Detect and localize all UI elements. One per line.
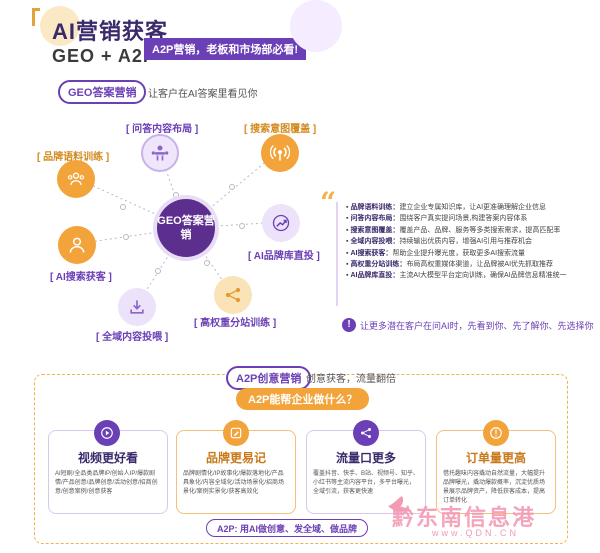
group-icon: [67, 172, 85, 185]
card-brand-icon: [223, 420, 249, 446]
node-ai-search: [58, 226, 96, 264]
meeting-icon: [151, 145, 169, 161]
node-label-high-weight-site: [ 高权重分站训练 ]: [194, 318, 277, 329]
geo-section-pill: GEO答案营销: [58, 80, 147, 104]
card-title: 视频更好看: [77, 451, 138, 465]
watermark-bird-icon: [388, 496, 412, 512]
connector-line: [75, 227, 187, 245]
node-qa-layout: [141, 134, 179, 172]
play-icon: [101, 427, 113, 439]
node-ai-brand-library: [262, 204, 300, 242]
card-desc: 品牌剧情化/IP故事化/爆款落地化/产品具象化/内容全域化/活动场景化/招商场景…: [183, 471, 285, 495]
feature-list: ▪ 品牌语料训练：建立企业专属知识库，让AI更准确理解企业信息 ▪ 问答内容布局…: [336, 202, 570, 306]
geo-hub: GEO答案营销: [157, 199, 215, 257]
user-icon: [69, 237, 85, 253]
watermark-text: 黔东南信息港: [392, 505, 537, 530]
connector-dot: [173, 192, 179, 198]
geo-section-desc: 让客户在AI答案里看见你: [148, 89, 258, 100]
header-tag: A2P营销，老板和市场部必看!: [144, 38, 307, 60]
list-item: ▪ 搜索意图覆盖：覆盖产品、品牌、服务等多类搜索需求，提高匹配率: [346, 226, 561, 234]
list-item: ▪ AI品牌库直投：主流AI大模型平台定向训练，确保AI品牌信息精准统一: [346, 272, 567, 280]
node-label-qa-layout: [ 问答内容布局 ]: [126, 124, 199, 135]
card-title: 流量口更多: [335, 451, 396, 465]
growth-chart-icon: [272, 214, 290, 232]
share-icon: [361, 428, 371, 438]
a2p-footer: A2P: 用AI做创意、发全域、做品牌: [206, 519, 368, 537]
header-deco-circle: [290, 0, 342, 52]
title-bracket-decoration: [32, 8, 40, 26]
node-label-ai-brand-library: [ AI品牌库直投 ]: [248, 251, 320, 262]
watermark-url: www.QDN.CN: [432, 528, 520, 538]
node-search-intent: [261, 134, 299, 172]
connector-dot: [120, 204, 126, 210]
page-subtitle: GEO + A2P: [52, 46, 156, 66]
a2p-section-desc: 创意获客，流量翻倍: [306, 374, 396, 385]
connector-dot: [229, 184, 235, 190]
exclamation-icon: !: [342, 318, 356, 332]
card-desc: AI短剧/全品类品牌IP/创始人IP/爆款剧情/产品创意/品牌创意/活动创意/招…: [55, 471, 158, 495]
node-label-ai-search: [ AI搜索获客 ]: [50, 272, 112, 283]
broadcast-icon: [270, 145, 290, 161]
list-item: ▪ 品牌语料训练：建立企业专属知识库，让AI更准确理解企业信息: [346, 204, 547, 211]
exclamation-icon: [490, 427, 502, 439]
node-omni-content: [118, 288, 156, 326]
node-label-search-intent: [ 搜索意图覆盖 ]: [244, 124, 317, 135]
header-decoration: [40, 6, 80, 46]
node-label-omni-content: [ 全域内容投喂 ]: [96, 332, 169, 343]
node-brand-corpus: [57, 160, 95, 198]
edit-icon: [230, 427, 242, 439]
card-title: 订单量更高: [465, 451, 526, 465]
download-icon: [130, 300, 144, 314]
quote-mark-icon: “: [320, 186, 337, 219]
card-title: 品牌更易记: [205, 451, 266, 465]
a2p-section-pill: A2P创意营销: [226, 366, 312, 390]
card-orders-icon: [483, 420, 509, 446]
list-item: ▪ 问答内容布局：围绕客户真实提问场景,构建答案内容体系: [346, 215, 528, 223]
connector-dot: [123, 234, 129, 240]
list-item: ▪ 全域内容投喂：持续输出优质内容，增强AI引用与推荐机会: [346, 238, 533, 246]
connector-dot: [204, 260, 210, 266]
list-item: ▪ AI搜索获客：帮助企业提升曝光度，获取更多AI搜索流量: [346, 249, 526, 257]
share-icon: [225, 287, 241, 303]
geo-alert-text: 让更多潜在客户在问AI时，先看到你、先了解你、先选择你: [360, 321, 594, 331]
card-traffic-icon: [353, 420, 379, 446]
connector-dot: [239, 223, 245, 229]
card-desc: 覆盖抖音、快手、B站、视频号、知乎、小红书等主流内容平台，多平台曝光，全域引流，…: [313, 471, 420, 495]
node-high-weight-site: [214, 276, 252, 314]
card-video: 视频更好看 AI短剧/全品类品牌IP/创始人IP/爆款剧情/产品创意/品牌创意/…: [48, 430, 168, 514]
node-label-brand-corpus: [ 品牌语料训练 ]: [37, 152, 110, 163]
connector-dot: [155, 268, 161, 274]
card-video-icon: [94, 420, 120, 446]
a2p-question: A2P能帮企业做什么？: [236, 388, 370, 410]
list-item: ▪ 高权重分站训练：布局高权重媒体渠道，让品牌被AI优先抓取推荐: [346, 261, 554, 269]
card-desc: 借托趣味内容撬动自然流量，大幅提升品牌曝光，撬动爆款概率，沉淀优质场景展示品牌资…: [443, 471, 546, 504]
